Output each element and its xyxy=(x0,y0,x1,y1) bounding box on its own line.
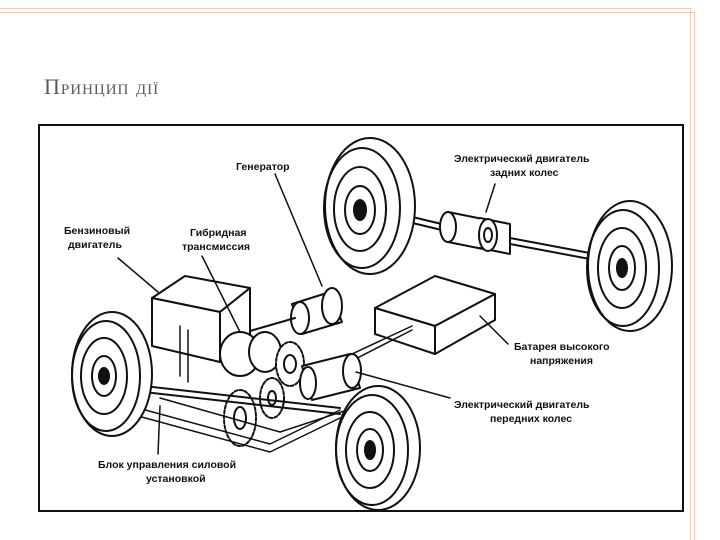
label-front-motor-line2: передних колес xyxy=(490,413,572,425)
label-control-unit-line2: установкой xyxy=(146,473,206,485)
slide-title: Принцип дії xyxy=(44,74,160,99)
label-rear-motor-line1: Электрический двигатель xyxy=(454,153,590,165)
label-rear-motor-line2: задних колес xyxy=(490,167,559,179)
rear-right-wheel xyxy=(586,200,673,332)
drivetrain-drawing: Генератор Электрический двигатель задних… xyxy=(64,137,673,510)
hybrid-transmission xyxy=(219,331,305,387)
hybrid-drivetrain-diagram: Генератор Электрический двигатель задних… xyxy=(38,124,684,512)
front-gears xyxy=(223,377,285,447)
label-hybrid-trans-line2: трансмиссия xyxy=(182,241,250,253)
frame-top xyxy=(0,8,690,9)
rear-electric-motor xyxy=(439,211,511,255)
rear-left-wheel xyxy=(323,137,416,275)
label-battery-line2: напряжения xyxy=(530,355,593,367)
label-petrol-engine-line1: Бензиновый xyxy=(64,225,130,237)
label-control-unit-line1: Блок управления силовой xyxy=(98,459,236,471)
front-left-wheel xyxy=(71,311,153,437)
label-battery-line1: Батарея высокого xyxy=(514,341,610,353)
frame-right-2 xyxy=(694,12,695,540)
label-petrol-engine-line2: двигатель xyxy=(68,239,122,251)
frame-top-2 xyxy=(0,12,694,13)
battery-box xyxy=(374,275,496,355)
label-generator: Генератор xyxy=(236,161,290,173)
front-electric-motor xyxy=(299,353,362,401)
label-front-motor-line1: Электрический двигатель xyxy=(454,399,590,411)
label-hybrid-trans-line1: Гибридная xyxy=(190,227,246,239)
frame-right xyxy=(690,8,691,540)
leader-lines xyxy=(117,173,509,455)
generator xyxy=(249,287,343,335)
front-right-wheel xyxy=(335,385,421,510)
